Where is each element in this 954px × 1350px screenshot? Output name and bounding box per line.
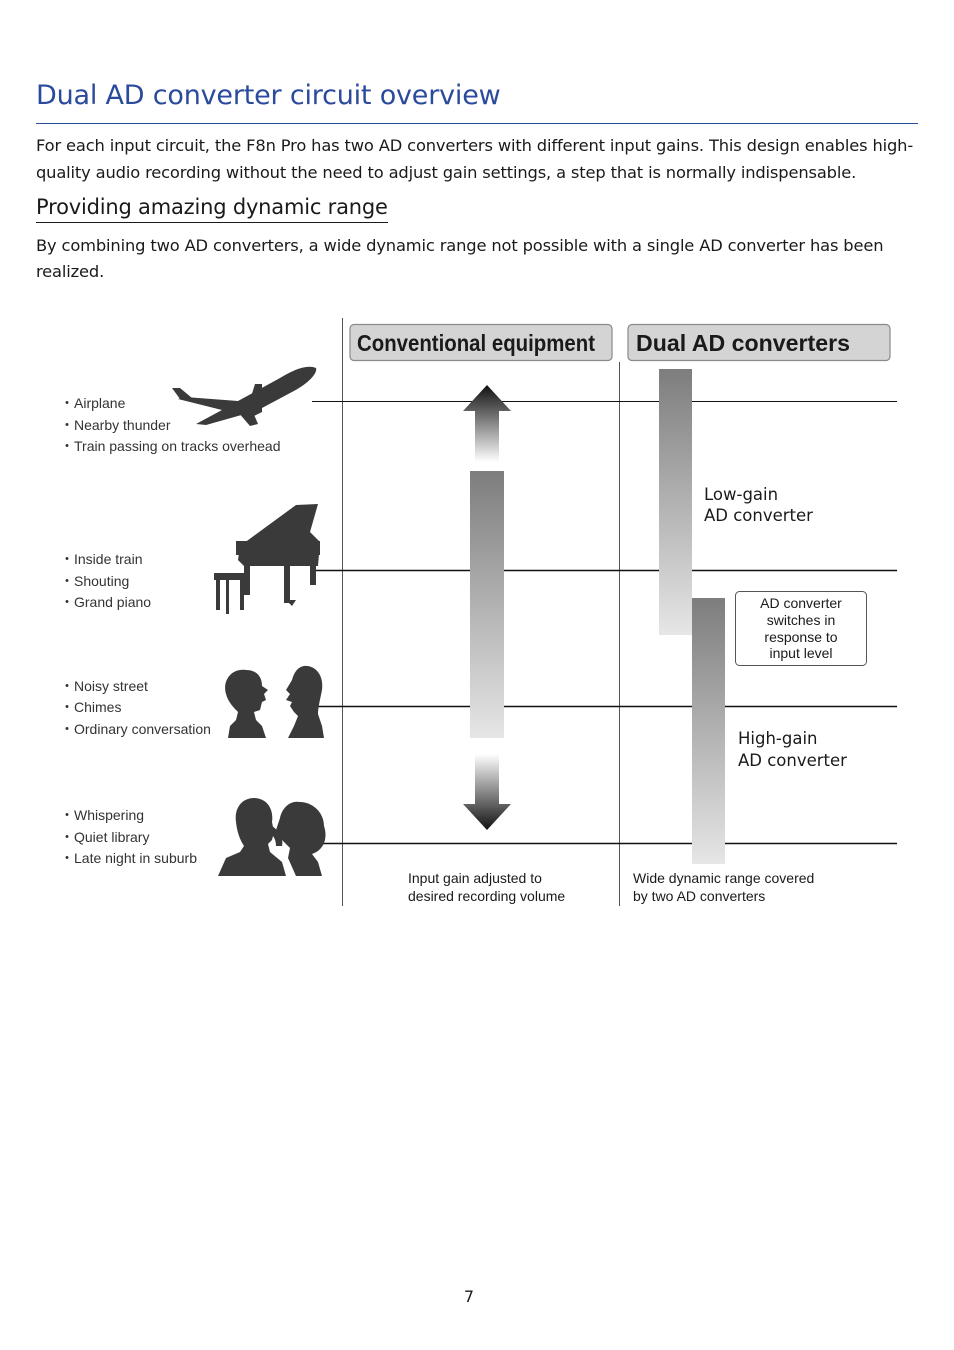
airplane-icon [172, 367, 316, 426]
sound-item: ・Whispering [60, 807, 144, 823]
conventional-range-indicator [463, 385, 511, 830]
low-gain-label-line1: Low-gain [704, 485, 778, 504]
whispering-icon [218, 798, 326, 876]
sound-item: ・Chimes [60, 699, 121, 715]
conventional-bar [470, 471, 504, 738]
arrow-down-icon [463, 754, 511, 830]
header-dual-ad-converters: Dual AD converters [628, 325, 890, 361]
sound-item: ・Airplane [60, 395, 126, 411]
switch-note-line: switches in [767, 612, 835, 628]
switch-note-box: AD converter switches in response to inp… [736, 592, 867, 666]
sound-item: ・Quiet library [60, 829, 149, 845]
sound-group-quiet: ・Whispering ・Quiet library ・Late night i… [60, 798, 326, 876]
sound-item: ・Noisy street [60, 678, 148, 694]
caption-dual-line2: by two AD converters [633, 888, 765, 904]
low-gain-label-line2: AD converter [704, 506, 813, 525]
caption-dual-line1: Wide dynamic range covered [633, 870, 814, 886]
sound-item: ・Shouting [60, 573, 129, 589]
page-number: 7 [0, 1287, 938, 1306]
sound-group-medium: ・Noisy street ・Chimes ・Ordinary conversa… [60, 666, 324, 738]
switch-note-line: response to [764, 629, 837, 645]
sound-item: ・Grand piano [60, 594, 151, 610]
sound-item: ・Late night in suburb [60, 850, 197, 866]
high-gain-label-line1: High-gain [738, 729, 818, 748]
header-conventional-equipment: Conventional equipment [350, 325, 612, 361]
high-gain-bar [692, 598, 725, 864]
sound-group-loud: ・Airplane ・Nearby thunder ・Train passing… [60, 367, 316, 454]
sound-item: ・Inside train [60, 551, 142, 567]
sound-group-medium-loud: ・Inside train ・Shouting ・Grand piano [60, 504, 320, 614]
header-conventional-label: Conventional equipment [357, 330, 595, 356]
sound-item: ・Nearby thunder [60, 417, 171, 433]
caption-conventional-line1: Input gain adjusted to [408, 870, 542, 886]
header-dual-label: Dual AD converters [636, 330, 850, 356]
grand-piano-icon [214, 504, 320, 614]
sound-item: ・Train passing on tracks overhead [60, 438, 280, 454]
switch-note-line: input level [769, 645, 832, 661]
conversation-icon [225, 666, 324, 738]
sound-item: ・Ordinary conversation [60, 721, 211, 737]
high-gain-label-line2: AD converter [738, 751, 847, 770]
switch-note-line: AD converter [760, 595, 842, 611]
arrow-up-icon [463, 385, 511, 462]
caption-conventional-line2: desired recording volume [408, 888, 565, 904]
low-gain-bar [659, 369, 692, 635]
